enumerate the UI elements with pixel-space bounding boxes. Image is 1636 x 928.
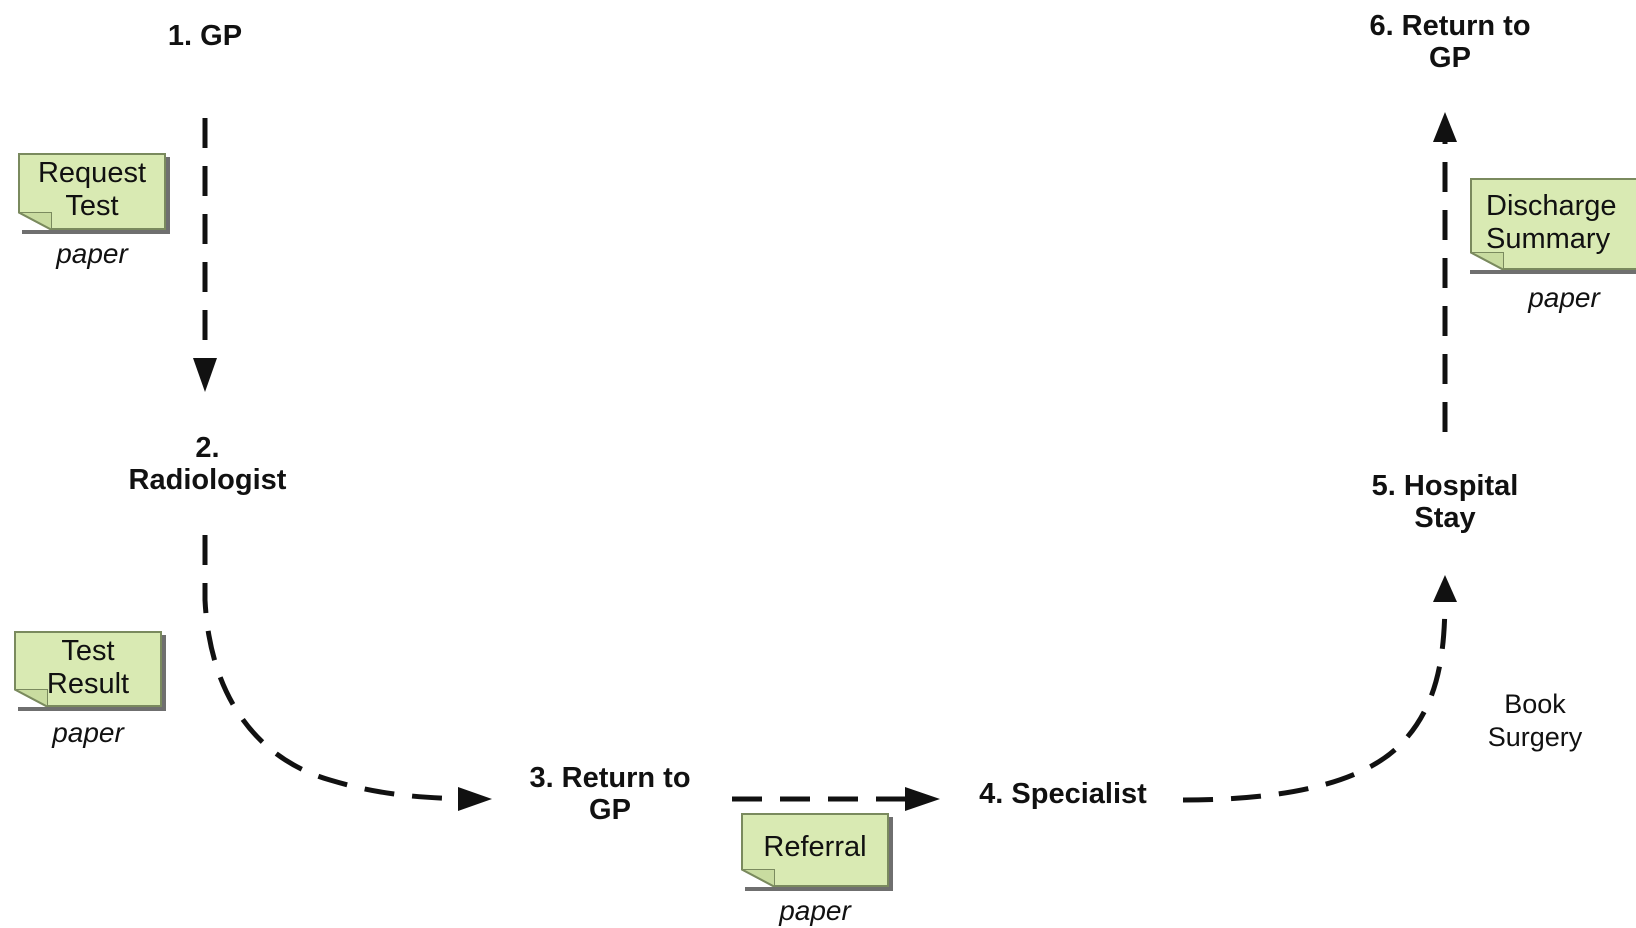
document-request-test-line2: Test	[65, 190, 119, 222]
arrowhead-specialist	[905, 787, 940, 811]
document-discharge-summary-medium: paper	[1528, 282, 1600, 313]
arrowhead-radiologist	[193, 358, 217, 392]
folded-corner-icon	[18, 212, 52, 230]
document-request-test-line1: Request	[37, 157, 146, 189]
arrowhead-return-gp	[458, 787, 492, 811]
node-return-gp-1-line2: GP	[589, 794, 631, 826]
document-referral: Referral	[741, 813, 889, 887]
node-hospital-line2: Stay	[1414, 502, 1476, 534]
document-test-result-line2: Result	[46, 668, 130, 700]
node-hospital-stay: 5. Hospital Stay	[1345, 470, 1545, 534]
node-gp-label: 1. GP	[167, 20, 243, 52]
node-return-gp-2-line1: 6. Return to	[1369, 10, 1531, 42]
document-discharge-summary: Discharge Summary	[1470, 178, 1636, 270]
node-hospital-line1: 5. Hospital	[1371, 470, 1519, 502]
node-return-gp-2: 6. Return to GP	[1345, 10, 1555, 74]
annotation-book-surgery: Book Surgery	[1470, 688, 1600, 754]
node-specialist: 4. Specialist	[958, 778, 1168, 810]
document-discharge-summary-line1: Discharge	[1486, 190, 1617, 222]
folded-corner-icon	[1470, 252, 1504, 270]
document-test-result-line1: Test	[61, 635, 115, 667]
document-referral-line1: Referral	[763, 831, 867, 863]
node-specialist-label: 4. Specialist	[979, 778, 1147, 810]
node-radiologist-line2: Radiologist	[128, 464, 287, 496]
document-request-test: Request Test	[18, 153, 166, 230]
folded-corner-icon	[14, 689, 48, 707]
document-request-test-medium: paper	[56, 238, 128, 269]
arrow-radiologist-to-return-gp	[202, 535, 471, 802]
node-radiologist-line1: 2.	[195, 432, 220, 464]
document-discharge-summary-line2: Summary	[1486, 223, 1611, 255]
node-return-gp-1: 3. Return to GP	[505, 762, 715, 826]
document-referral-medium: paper	[779, 895, 851, 926]
document-test-result-medium: paper	[52, 717, 124, 748]
node-gp: 1. GP	[150, 20, 260, 52]
arrowhead-hospital	[1433, 575, 1457, 602]
node-radiologist: 2. Radiologist	[105, 432, 310, 496]
arrowhead-return-gp-final	[1433, 112, 1457, 142]
annotation-book-surgery-line2: Surgery	[1487, 722, 1583, 752]
node-return-gp-1-line1: 3. Return to	[529, 762, 691, 794]
annotation-book-surgery-line1: Book	[1504, 689, 1566, 719]
document-test-result: Test Result	[14, 631, 162, 707]
folded-corner-icon	[741, 869, 775, 887]
arrow-specialist-to-hospital	[1182, 594, 1448, 803]
node-return-gp-2-line2: GP	[1429, 42, 1471, 74]
